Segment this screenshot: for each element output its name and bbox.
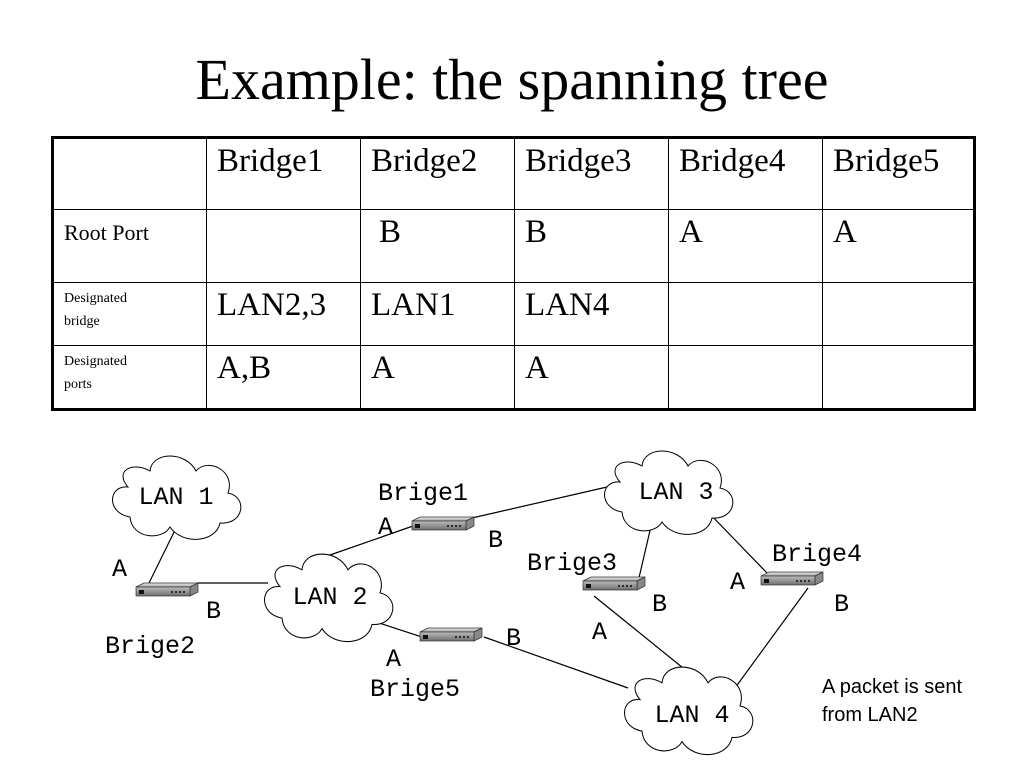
lan-3-cloud: LAN 3 <box>604 450 734 535</box>
lan-2-cloud: LAN 2 <box>263 553 394 643</box>
link-lan3-bridge3 <box>637 521 653 583</box>
bridge-2-name: Brige2 <box>105 632 195 661</box>
spanning-tree-table: Bridge1 Bridge2 Bridge3 Bridge4 Bridge5 … <box>51 136 976 411</box>
link-lan2-bridge1 <box>329 525 414 556</box>
bridge-2: A B Brige2 <box>105 555 221 661</box>
bridge-3-port-a: A <box>592 618 607 647</box>
row-label-line2: ports <box>64 377 92 392</box>
packet-note: A packet is sent from LAN2 <box>822 673 1022 729</box>
cell-designated-ports-bridge5 <box>822 345 975 410</box>
link-bridge4-lan4 <box>734 587 809 689</box>
row-label-line1: Designated <box>64 291 127 306</box>
row-label-designated-ports: Designated ports <box>52 345 207 410</box>
bridge-4: Brige4 A B <box>730 540 862 619</box>
lan-3-label: LAN 3 <box>638 478 713 507</box>
cell-designated-ports-bridge1: A,B <box>206 345 361 410</box>
cell-root-port-bridge2: B <box>360 209 515 283</box>
cell-root-port-bridge4: A <box>668 209 823 283</box>
header-bridge1: Bridge1 <box>206 137 361 210</box>
bridge-3-port-b: B <box>652 590 667 619</box>
bridge-3: Brige3 B A <box>527 549 667 647</box>
bridge-3-name: Brige3 <box>527 549 617 578</box>
link-bridge3-lan4 <box>593 595 689 673</box>
cell-designated-ports-bridge2: A <box>360 345 515 410</box>
row-label-line2: bridge <box>64 314 100 329</box>
bridge-4-name: Brige4 <box>772 540 862 569</box>
row-label-root-port: Root Port <box>52 209 207 283</box>
lan-1-cloud: LAN 1 <box>112 455 242 540</box>
bridge-5: B A Brige5 <box>370 624 521 704</box>
link-lan3-bridge4 <box>707 511 769 575</box>
lan-4-cloud: LAN 4 <box>623 666 754 756</box>
table-header-row: Bridge1 Bridge2 Bridge3 Bridge4 Bridge5 <box>52 137 975 210</box>
link-bridge1-lan3 <box>471 486 608 519</box>
cell-root-port-bridge5: A <box>822 209 975 283</box>
cell-designated-bridge-bridge3: LAN4 <box>514 282 669 346</box>
network-links <box>147 486 809 689</box>
header-bridge3: Bridge3 <box>514 137 669 210</box>
cell-designated-bridge-bridge2: LAN1 <box>360 282 515 346</box>
bridge-1: Brige1 A B <box>378 479 503 555</box>
table-row-root-port: Root Port B B A A <box>52 209 975 283</box>
table-row-designated-bridge: Designated bridge LAN2,3 LAN1 LAN4 <box>52 282 975 346</box>
bridge-2-port-a: A <box>112 555 127 584</box>
row-label-designated-bridge: Designated bridge <box>52 282 207 346</box>
header-bridge4: Bridge4 <box>668 137 823 210</box>
packet-note-line1: A packet is sent <box>822 676 963 698</box>
cell-root-port-bridge3: B <box>514 209 669 283</box>
bridge-1-name: Brige1 <box>378 479 468 508</box>
header-bridge2: Bridge2 <box>360 137 515 210</box>
bridge-4-port-b: B <box>834 590 849 619</box>
bridge-5-name: Brige5 <box>370 675 460 704</box>
lan-2-label: LAN 2 <box>292 583 367 612</box>
row-label-line1: Designated <box>64 354 127 369</box>
bridge-5-port-b: B <box>506 624 521 653</box>
cell-designated-bridge-bridge1: LAN2,3 <box>206 282 361 346</box>
packet-note-line2: from LAN2 <box>822 704 918 726</box>
lan-4-label: LAN 4 <box>654 701 729 730</box>
bridge-5-port-a: A <box>386 645 401 674</box>
link-bridge5-lan4 <box>483 636 629 689</box>
bridge-1-port-b: B <box>488 526 503 555</box>
bridge-4-port-a: A <box>730 568 745 597</box>
bridge-1-port-a: A <box>378 513 393 542</box>
bridge-2-port-b: B <box>206 597 221 626</box>
cell-designated-bridge-bridge4 <box>668 282 823 346</box>
lan-1-label: LAN 1 <box>138 483 213 512</box>
slide-title: Example: the spanning tree <box>195 47 829 112</box>
cell-designated-ports-bridge4 <box>668 345 823 410</box>
